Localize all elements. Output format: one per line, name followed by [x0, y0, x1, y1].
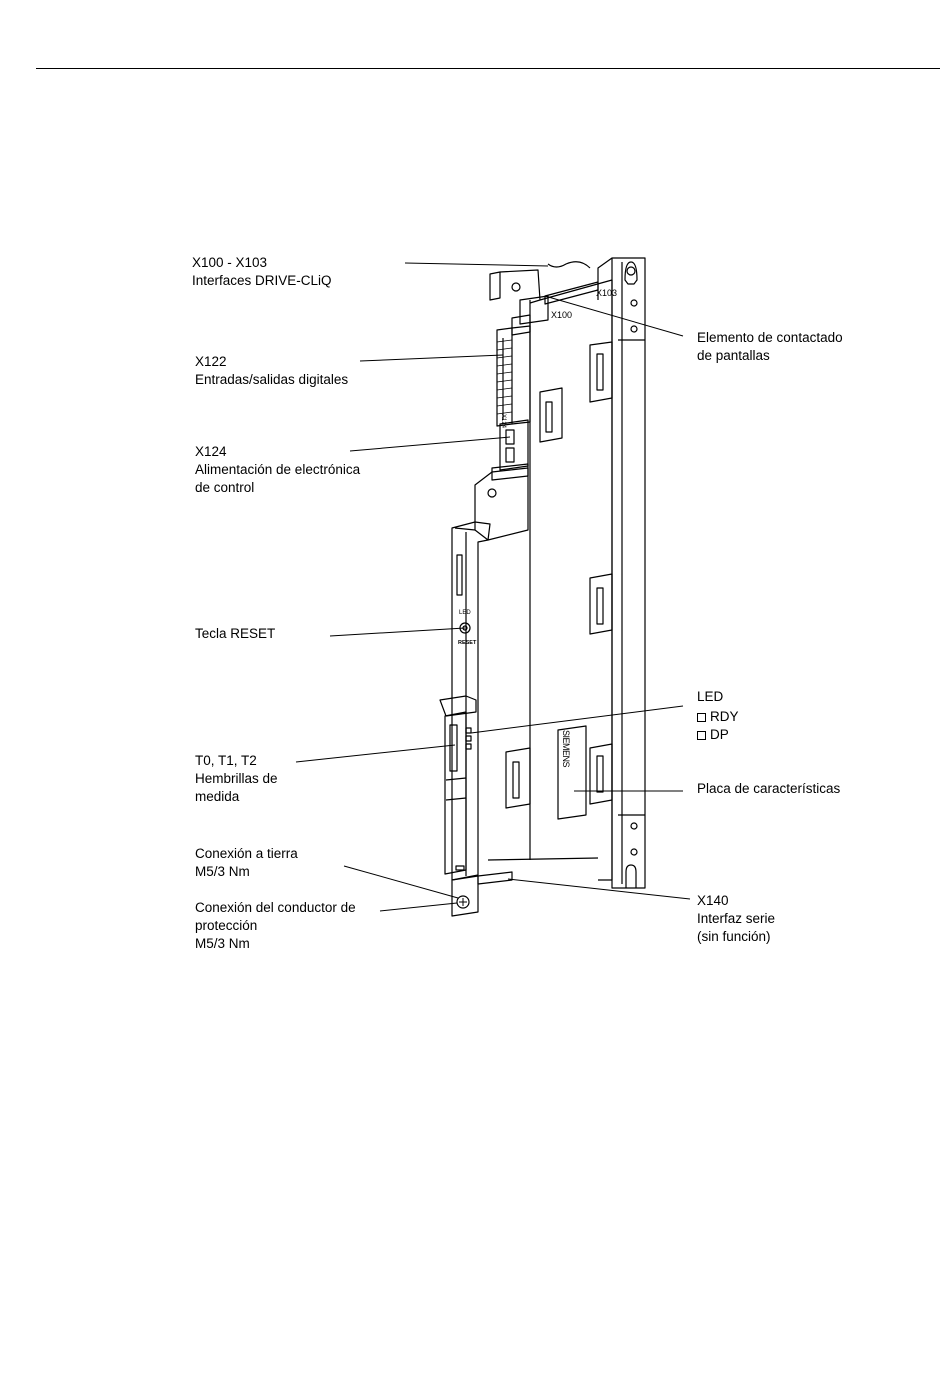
label-x140: X140 Interfaz serie (sin función) — [697, 892, 775, 946]
label-x124-desc1: Alimentación de electrónica — [195, 462, 361, 477]
label-rating-plate: Placa de características — [697, 780, 840, 798]
top-keyhole — [624, 261, 638, 285]
vent-cutouts — [505, 341, 613, 809]
label-x140-desc2: (sin función) — [697, 929, 771, 944]
label-test-sockets: T0, T1, T2 Hembrillas de medida — [195, 752, 278, 806]
label-protective-torque: M5/3 Nm — [195, 936, 250, 951]
x124-tag: X124 — [500, 414, 506, 429]
header-rule — [36, 68, 940, 69]
x122-strip — [496, 325, 531, 427]
label-shield-text1: Elemento de contactado — [697, 330, 843, 345]
label-led: LED RDY DP — [697, 688, 739, 744]
label-led-title: LED — [697, 689, 724, 704]
label-ground-text: Conexión a tierra — [195, 846, 298, 861]
control-unit — [439, 521, 491, 881]
x100-tag: X100 — [551, 310, 573, 320]
label-test-sockets-desc2: medida — [195, 789, 240, 804]
label-x124-desc2: de control — [195, 480, 255, 495]
label-x140-desc1: Interfaz serie — [697, 911, 776, 926]
label-protective-text1: Conexión del conductor de — [195, 900, 356, 915]
label-drive-cliq-desc: Interfaces DRIVE-CLiQ — [192, 273, 332, 288]
label-x124-code: X124 — [195, 444, 227, 459]
label-test-sockets-desc1: Hembrillas de — [195, 771, 278, 786]
reset-tag: RESET — [458, 640, 477, 646]
x140-connector — [477, 871, 513, 885]
label-protective-text2: protección — [195, 918, 258, 933]
leader-lines — [295, 262, 691, 912]
x103-tag: X103 — [596, 288, 618, 298]
rating-plate — [557, 725, 587, 820]
led-rdy: RDY — [697, 708, 739, 726]
siemens-logo: SIEMENS — [561, 730, 571, 768]
label-drive-cliq: X100 - X103 Interfaces DRIVE-CLiQ — [192, 254, 332, 290]
label-reset-text: Tecla RESET — [195, 626, 276, 641]
led-dp: DP — [697, 726, 739, 744]
label-x122-desc: Entradas/salidas digitales — [195, 372, 349, 387]
drive-cliq-block — [489, 261, 599, 336]
led-tag: LED — [459, 610, 471, 616]
label-x122: X122 Entradas/salidas digitales — [195, 353, 348, 389]
label-x140-code: X140 — [697, 893, 729, 908]
label-reset: Tecla RESET — [195, 625, 275, 643]
label-ground: Conexión a tierra M5/3 Nm — [195, 845, 298, 881]
label-shield: Elemento de contactado de pantallas — [697, 329, 843, 365]
label-drive-cliq-code: X100 - X103 — [192, 255, 268, 270]
led-rdy-label: RDY — [710, 709, 739, 724]
label-shield-text2: de pantallas — [697, 348, 770, 363]
label-x122-code: X122 — [195, 354, 227, 369]
led-dp-square-icon — [697, 731, 706, 740]
label-protective: Conexión del conductor de protección M5/… — [195, 899, 356, 953]
label-test-sockets-code: T0, T1, T2 — [195, 753, 257, 768]
led-dp-label: DP — [710, 727, 729, 742]
label-ground-torque: M5/3 Nm — [195, 864, 250, 879]
label-x124: X124 Alimentación de electrónica de cont… — [195, 443, 360, 497]
led-rdy-square-icon — [697, 713, 706, 722]
bottom-slot — [625, 864, 637, 888]
label-rating-plate-text: Placa de características — [697, 781, 841, 796]
